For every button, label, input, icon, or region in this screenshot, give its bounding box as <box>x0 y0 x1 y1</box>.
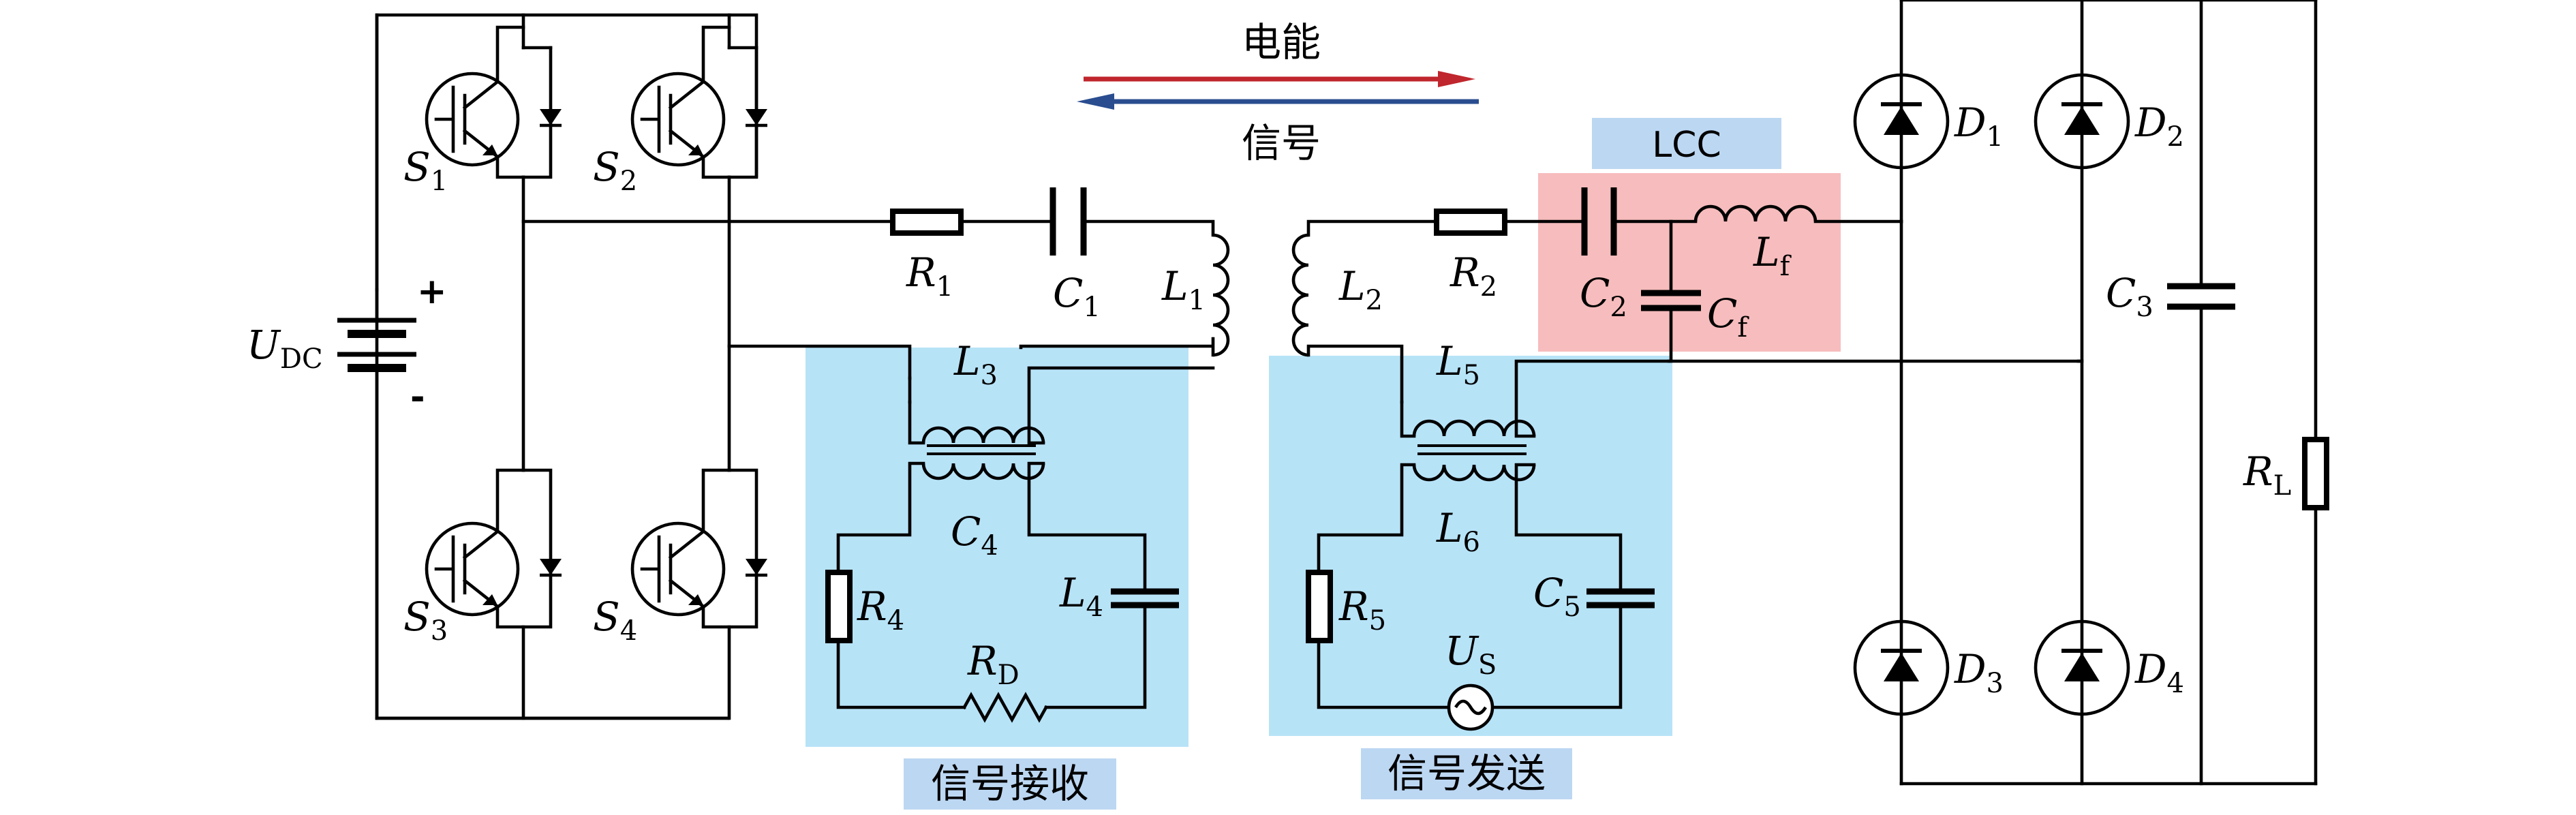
inductor-c4 <box>921 463 1045 480</box>
resistor-r5 <box>1306 570 1333 643</box>
lcc-network <box>1581 187 2081 363</box>
s4-label: S4 <box>593 594 637 647</box>
energy-arrowhead <box>1438 71 1475 87</box>
c5-label: C5 <box>1533 570 1581 623</box>
r5-label: R5 <box>1338 583 1386 636</box>
inductor-l2 <box>1291 233 1309 357</box>
signal-arrowhead <box>1077 93 1114 110</box>
c4-label: C4 <box>951 508 998 562</box>
resistor-rl <box>2302 437 2329 510</box>
source-label: UDC <box>247 322 323 375</box>
l3-label: L3 <box>953 338 998 391</box>
r2-label: R2 <box>1450 249 1497 303</box>
send-title: 信号发送 <box>1387 750 1546 797</box>
lf-label: Lf <box>1753 229 1792 282</box>
send-title-bg <box>1361 748 1572 799</box>
r4-label: R4 <box>857 583 904 636</box>
l6-label: L6 <box>1436 505 1480 558</box>
signal-send-box <box>1269 356 1672 736</box>
dc-minus: - <box>410 377 425 418</box>
inverter: + - <box>337 13 767 720</box>
l1-label: L1 <box>1161 263 1206 316</box>
resistor-r4 <box>825 570 853 643</box>
switch-s3 <box>425 468 562 720</box>
d1-label: D1 <box>1954 99 2004 153</box>
c2-label: C2 <box>1580 270 1627 323</box>
lcc-title-bg <box>1592 118 1781 169</box>
receive-title: 信号接收 <box>931 760 1089 807</box>
c3-label: C3 <box>2106 270 2153 323</box>
l4-label: L4 <box>1059 570 1103 623</box>
l5-label: L5 <box>1436 338 1480 391</box>
s2-label: S2 <box>593 144 637 197</box>
energy-label: 电能 <box>1242 19 1321 65</box>
primary-loop <box>521 187 1230 380</box>
diode-d3 <box>1853 619 1950 716</box>
signal-label: 信号 <box>1242 120 1321 166</box>
switch-s4 <box>630 468 767 720</box>
us-label: US <box>1445 628 1497 681</box>
dc-plus: + <box>417 271 447 312</box>
s3-label: S3 <box>403 594 448 647</box>
cf-label: Cf <box>1707 290 1749 343</box>
r1-label: R1 <box>906 249 953 303</box>
switch-s1 <box>425 13 562 179</box>
d4-label: D4 <box>2134 646 2184 699</box>
c1-label: C1 <box>1053 270 1101 323</box>
resistor-r2 <box>1434 209 1507 236</box>
d3-label: D3 <box>1954 646 2004 699</box>
l2-label: L2 <box>1338 263 1383 316</box>
lcc-box <box>1538 173 1841 352</box>
receive-title-bg <box>904 758 1116 810</box>
inductor-l5 <box>1412 419 1536 437</box>
secondary-loop <box>1291 209 1586 404</box>
signal-send-circuit <box>1306 359 1671 731</box>
diode-d1 <box>1853 73 1950 170</box>
resistor-r1 <box>890 209 964 236</box>
signal-receive-box <box>806 348 1189 747</box>
inductor-l1 <box>1212 233 1230 357</box>
d2-label: D2 <box>2134 99 2184 153</box>
signal-receive-circuit <box>825 366 1215 723</box>
rl-label: RL <box>2243 448 2291 502</box>
switch-s2 <box>630 13 767 179</box>
rd-label: RD <box>967 638 1019 691</box>
inductor-l6 <box>1412 464 1536 482</box>
lcc-title: LCC <box>1652 125 1721 166</box>
resistor-rd <box>962 692 1049 723</box>
diode-d2 <box>2034 73 2130 170</box>
inductor-lf <box>1693 204 1818 222</box>
inductor-l3 <box>921 426 1045 444</box>
diode-d4 <box>2034 619 2130 716</box>
s1-label: S1 <box>403 144 448 197</box>
rectifier <box>1853 0 2329 786</box>
